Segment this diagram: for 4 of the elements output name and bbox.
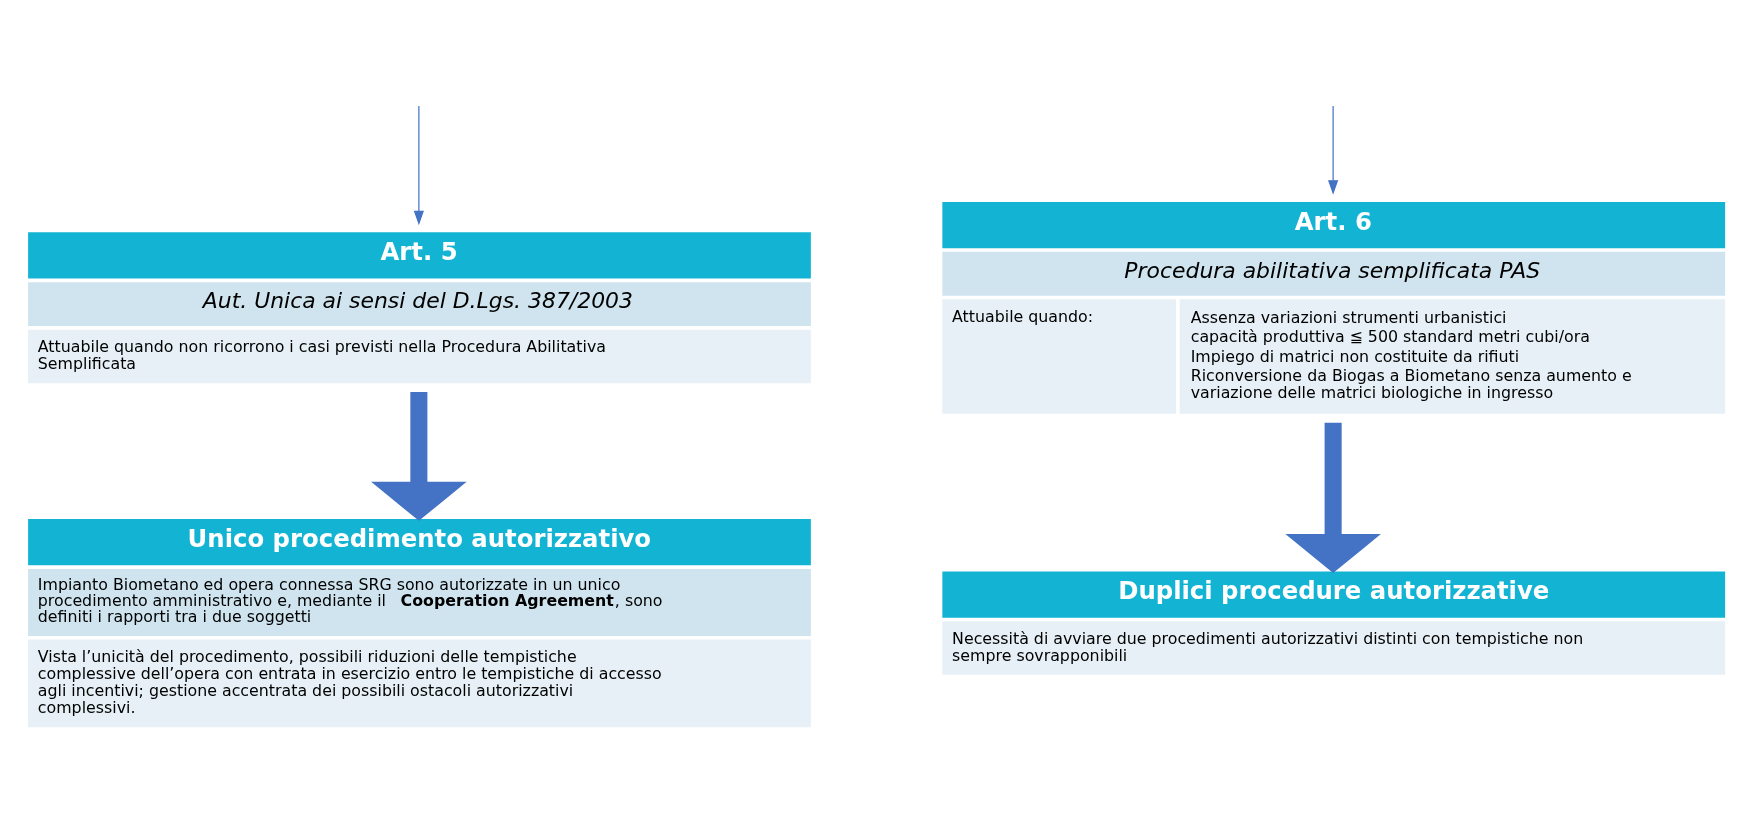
arrow	[413, 105, 424, 226]
arrow	[371, 391, 467, 521]
arrow	[1328, 105, 1339, 195]
arrow	[1285, 422, 1381, 574]
